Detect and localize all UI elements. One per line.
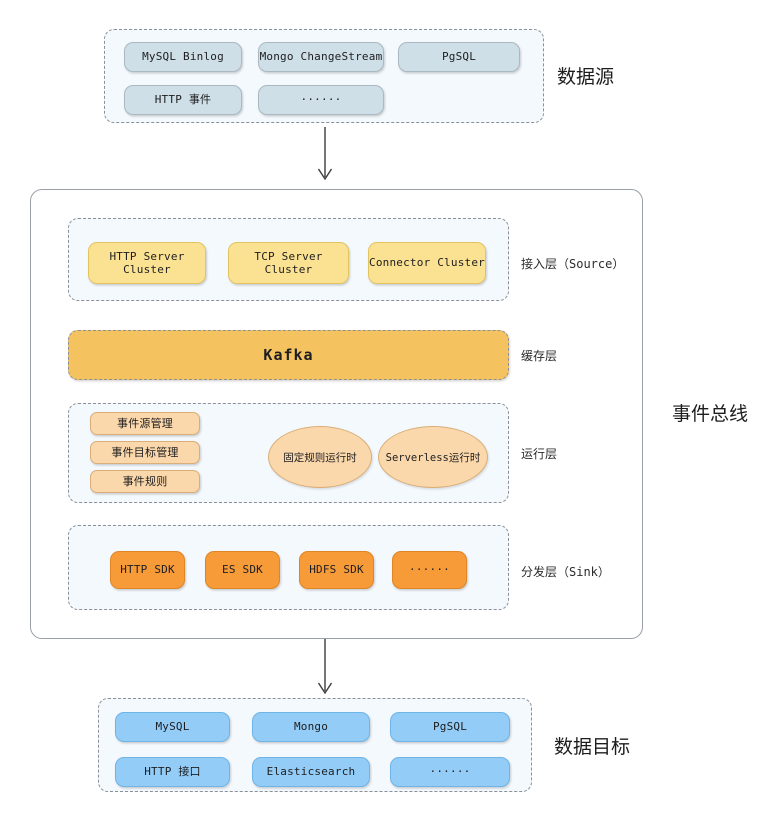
access-node-connector-cluster[interactable]: Connector Cluster — [368, 242, 486, 284]
runtime-node-event-rule[interactable]: 事件规则 — [90, 470, 200, 493]
target-node-mongo[interactable]: Mongo — [252, 712, 370, 742]
sink-node-more[interactable]: ······ — [392, 551, 467, 589]
source-node-http-event[interactable]: HTTP 事件 — [124, 85, 242, 115]
source-node-more[interactable]: ······ — [258, 85, 384, 115]
access-node-tcp-server-cluster[interactable]: TCP Server Cluster — [228, 242, 349, 284]
access-layer-label: 接入层（Source） — [521, 256, 625, 271]
data-target-label: 数据目标 — [554, 735, 631, 758]
cache-layer-kafka-bar[interactable]: Kafka — [68, 330, 509, 380]
sink-node-http-sdk[interactable]: HTTP SDK — [110, 551, 185, 589]
source-node-mysql-binlog[interactable]: MySQL Binlog — [124, 42, 242, 72]
arrow-bus-to-target-icon — [317, 639, 333, 695]
sink-node-es-sdk[interactable]: ES SDK — [205, 551, 280, 589]
sink-node-hdfs-sdk[interactable]: HDFS SDK — [299, 551, 374, 589]
source-node-mongo-changestream[interactable]: Mongo ChangeStream — [258, 42, 384, 72]
runtime-node-event-source-mgmt[interactable]: 事件源管理 — [90, 412, 200, 435]
source-node-pgsql[interactable]: PgSQL — [398, 42, 520, 72]
sink-layer-label: 分发层（Sink） — [521, 564, 610, 579]
target-node-elasticsearch[interactable]: Elasticsearch — [252, 757, 370, 787]
access-node-http-server-cluster[interactable]: HTTP Server Cluster — [88, 242, 206, 284]
target-node-mysql[interactable]: MySQL — [115, 712, 230, 742]
target-node-http-api[interactable]: HTTP 接口 — [115, 757, 230, 787]
runtime-ellipse-fixed-rule[interactable]: 固定规则运行时 — [268, 426, 372, 488]
runtime-ellipse-serverless[interactable]: Serverless运行时 — [378, 426, 488, 488]
target-node-pgsql[interactable]: PgSQL — [390, 712, 510, 742]
event-bus-title: 事件总线 — [671, 402, 748, 425]
data-source-label: 数据源 — [557, 65, 615, 88]
runtime-node-event-target-mgmt[interactable]: 事件目标管理 — [90, 441, 200, 464]
target-node-more[interactable]: ······ — [390, 757, 510, 787]
arrow-source-to-bus-icon — [317, 127, 333, 181]
cache-layer-label: 缓存层 — [521, 348, 558, 363]
runtime-layer-label: 运行层 — [521, 446, 558, 461]
